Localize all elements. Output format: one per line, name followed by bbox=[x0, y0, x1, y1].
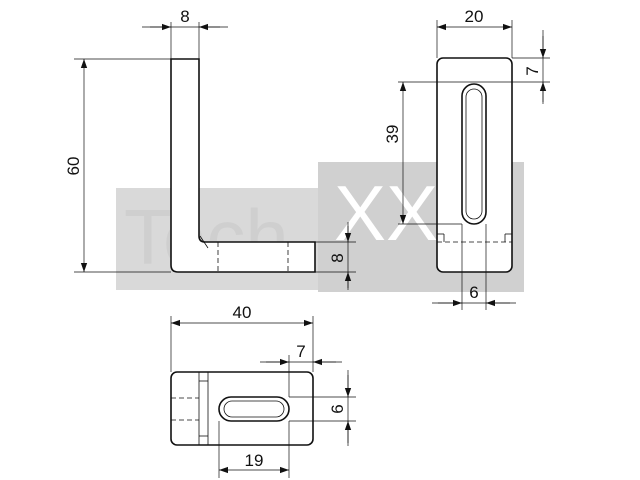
watermark-band bbox=[116, 188, 318, 290]
bottom-view-slot-inner bbox=[223, 400, 285, 418]
front-view-slot bbox=[461, 83, 487, 225]
side-view-break-mark bbox=[199, 235, 209, 249]
bottom-view: 40 7 6 19 bbox=[170, 303, 356, 478]
dim-front-slot-width: 6 bbox=[469, 283, 478, 302]
dim-bottom-length: 40 bbox=[233, 303, 252, 322]
front-view: 20 7 39 6 bbox=[383, 7, 550, 310]
dim-front-slot-length: 39 bbox=[383, 125, 402, 144]
dim-side-height: 60 bbox=[64, 157, 83, 176]
dim-bottom-slot-width: 6 bbox=[328, 404, 347, 413]
dim-front-top-offset: 7 bbox=[523, 66, 542, 75]
dim-front-width: 20 bbox=[465, 7, 484, 26]
dim-side-top-width: 8 bbox=[180, 7, 189, 26]
dim-bottom-end-offset: 7 bbox=[296, 342, 305, 361]
dim-bottom-slot-length: 19 bbox=[245, 451, 264, 470]
dim-side-foot-thickness: 8 bbox=[328, 253, 347, 262]
bottom-view-slot bbox=[218, 396, 290, 422]
side-view: 8 60 8 bbox=[64, 7, 356, 290]
front-view-slot-inner bbox=[465, 88, 483, 220]
